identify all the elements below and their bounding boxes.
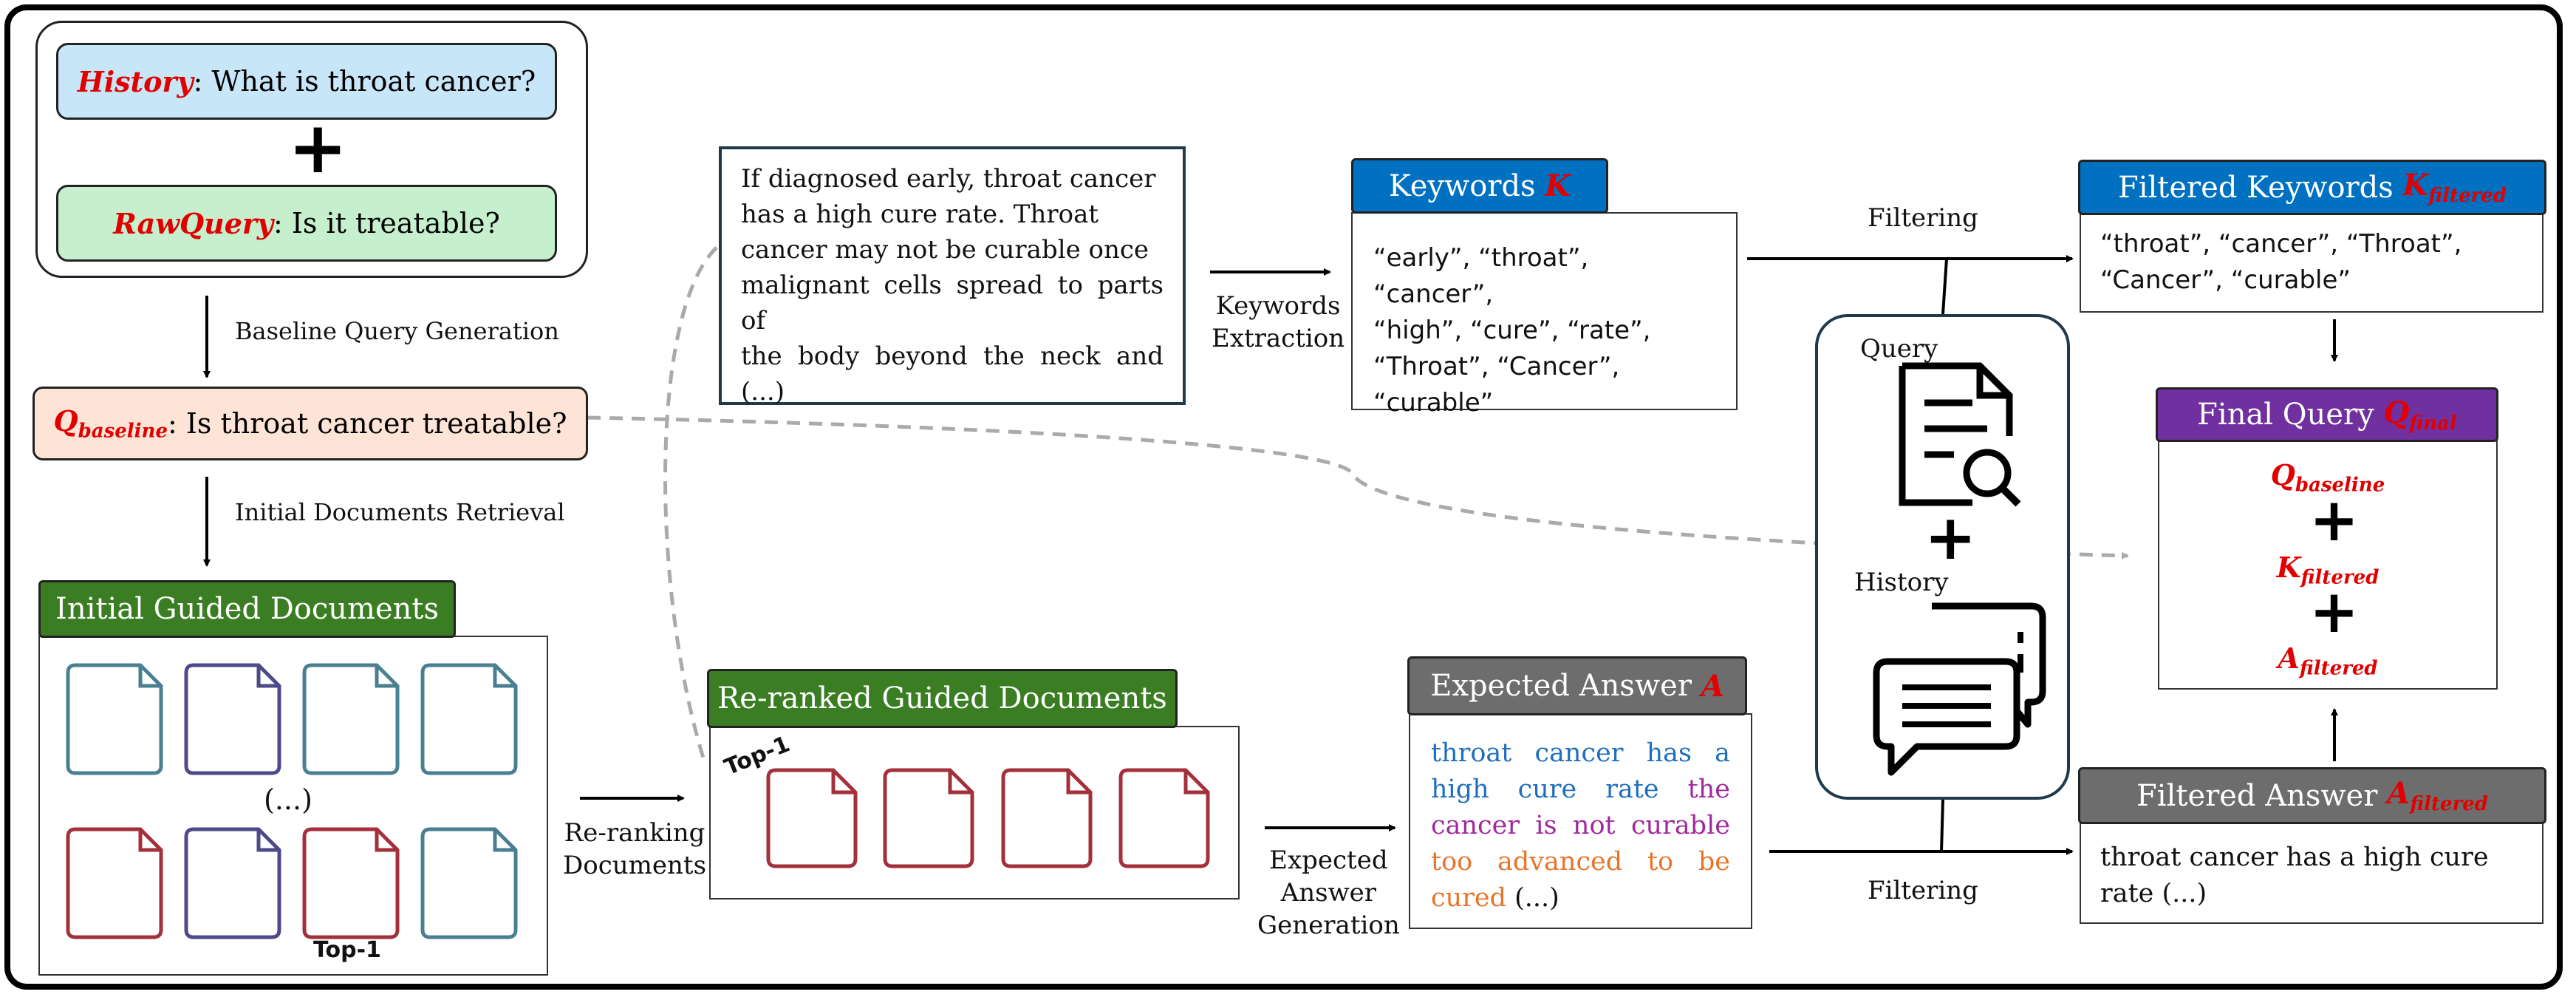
a-symbol: A <box>1701 668 1724 704</box>
keywords-line: “high”, “cure”, “rate”, <box>1373 316 1651 345</box>
doc-icon <box>420 663 518 775</box>
passage-line: the body beyond the neck and (...) <box>741 341 1164 407</box>
answer-segment: throat cancer has a high cure rate <box>1431 738 1730 804</box>
filtering-top-label: Filtering <box>1868 203 1978 233</box>
doc-icon <box>184 827 281 939</box>
diagram-frame <box>4 4 2563 990</box>
a-filtered-symbol: Afiltered <box>2387 776 2488 815</box>
keywords-line: “Throat”, “Cancer”, <box>1373 352 1620 381</box>
answer-segment: (...) <box>1514 883 1559 913</box>
k-filtered-symbol: Kfiltered <box>2402 168 2507 207</box>
filtered-keywords-title: Filtered Keywords Kfiltered <box>2078 160 2546 215</box>
chat-bubbles-icon <box>1873 602 2046 776</box>
history-panel-label: History <box>1854 568 1949 597</box>
doc-icon <box>420 827 518 939</box>
keywords-line: “curable” <box>1373 388 1494 418</box>
k-symbol: K <box>1545 169 1571 203</box>
rawquery-question: : Is it treatable? <box>273 207 500 239</box>
initial-docs-title: Initial Guided Documents <box>38 580 456 638</box>
reranked-docs-panel <box>709 726 1240 899</box>
doc-icon <box>883 768 974 868</box>
passage-line: If diagnosed early, throat cancer <box>741 164 1156 194</box>
expected-answer-panel: throat cancer has a high cure rate the c… <box>1409 713 1752 929</box>
q-baseline-symbol: Qbaseline <box>53 404 168 443</box>
doc-icon <box>66 827 163 939</box>
passage-line: has a high cure rate. Throat <box>741 200 1099 229</box>
filtered-answer-line: throat cancer has a high cure <box>2100 843 2489 872</box>
history-label: History <box>77 64 194 98</box>
filtering-bottom-label: Filtering <box>1868 876 1978 905</box>
baseline-generation-label: Baseline Query Generation <box>235 317 559 345</box>
plus-sign-query-history: + <box>1924 501 1977 574</box>
filtered-keywords-panel: “throat”, “cancer”, “Throat”, “Cancer”, … <box>2080 213 2543 313</box>
filtered-answer-title: Filtered Answer Afiltered <box>2078 767 2546 824</box>
final-query-panel <box>2158 440 2498 690</box>
initial-docs-icons <box>66 663 518 939</box>
history-query-group <box>35 21 588 278</box>
reranked-docs-icons <box>766 768 1210 868</box>
initial-docs-ellipsis: (...) <box>264 783 312 816</box>
keywords-extraction-label: Keywords Extraction <box>1212 291 1345 354</box>
rawquery-label: RawQuery <box>113 206 273 240</box>
initial-docs-top1: Top-1 <box>313 937 381 963</box>
filtered-answer-panel: throat cancer has a high cure rate (...) <box>2080 822 2543 924</box>
expected-answer-generation-label: Expected Answer Generation <box>1257 846 1400 941</box>
plus-sign-history: + <box>288 106 348 189</box>
doc-icon <box>1118 768 1210 868</box>
reranking-label: Re-ranking Documents <box>563 818 707 881</box>
doc-icon <box>302 827 400 939</box>
q-final-symbol: Qfinal <box>2383 395 2457 435</box>
reranked-docs-title: Re-ranked Guided Documents <box>707 669 1178 728</box>
doc-icon <box>66 663 163 775</box>
answer-segment: too advanced to be cured <box>1431 847 1730 913</box>
keywords-title: Keywords K <box>1351 158 1608 214</box>
rawquery-box: RawQuery: Is it treatable? <box>56 185 557 262</box>
final-a-filtered: Afiltered <box>2278 642 2378 680</box>
doc-icon <box>184 663 281 775</box>
final-q-baseline: Qbaseline <box>2270 458 2385 497</box>
baseline-query-text: : Is throat cancer treatable? <box>167 407 567 440</box>
doc-icon <box>302 663 400 775</box>
passage-line: cancer may not be curable once <box>741 235 1149 265</box>
final-k-filtered: Kfiltered <box>2276 551 2379 589</box>
document-search-icon <box>1899 362 2021 507</box>
keywords-line: “early”, “throat”, “cancer”, <box>1373 243 1589 309</box>
answer-segment: the cancer is not curable <box>1431 775 1730 840</box>
doc-icon <box>766 768 858 868</box>
passage-line: malignant cells spread to parts of <box>741 271 1164 336</box>
initial-docs-panel <box>38 636 548 976</box>
final-plus-1: + <box>2309 486 2360 554</box>
query-label: Query <box>1860 334 1938 364</box>
initial-retrieval-label: Initial Documents Retrieval <box>235 498 565 526</box>
filtered-answer-line: rate (...) <box>2100 879 2207 908</box>
passage-box: If diagnosed early, throat cancer has a … <box>719 146 1186 407</box>
keywords-panel: “early”, “throat”, “cancer”, “high”, “cu… <box>1351 212 1738 418</box>
baseline-query-box: Qbaseline: Is throat cancer treatable? <box>33 387 588 460</box>
filtered-keywords-line: “throat”, “cancer”, “Throat”, <box>2100 229 2462 259</box>
expected-answer-title: Expected Answer A <box>1407 656 1747 715</box>
history-box: History: What is throat cancer? <box>56 43 557 120</box>
filtered-keywords-line: “Cancer”, “curable” <box>2100 265 2351 295</box>
final-query-title: Final Query Qfinal <box>2156 387 2498 442</box>
final-plus-2: + <box>2309 577 2360 646</box>
history-question: : What is throat cancer? <box>193 65 536 98</box>
doc-icon <box>1001 768 1093 868</box>
